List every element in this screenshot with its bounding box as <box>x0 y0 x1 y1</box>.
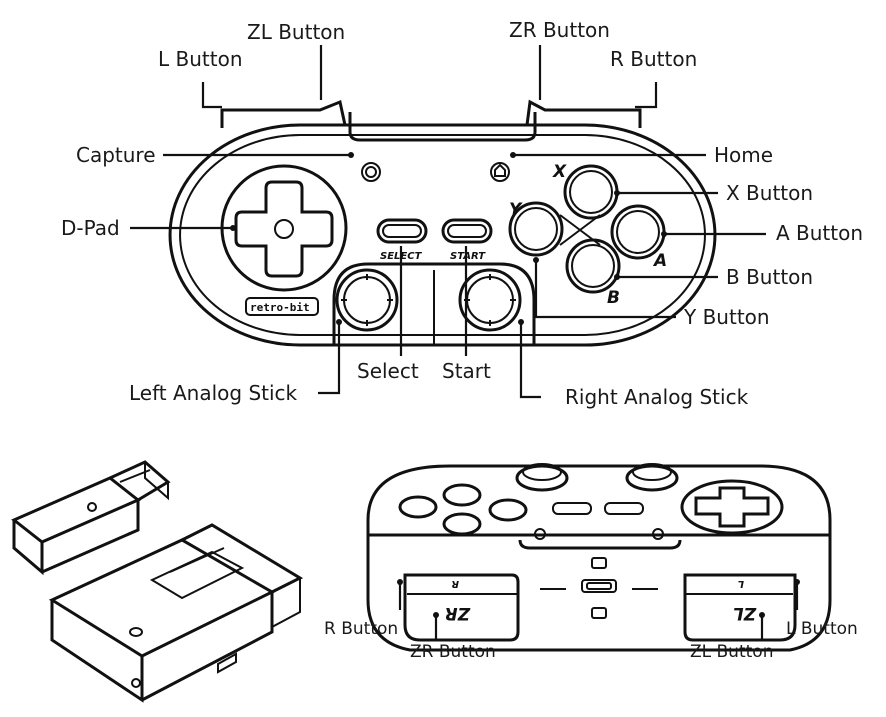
rear-label-zl-button: ZL Button <box>690 642 773 662</box>
b-face-button-inner <box>571 244 615 288</box>
capture-button <box>365 166 377 178</box>
label-y-button: Y Button <box>683 305 770 329</box>
label-select: Select <box>357 359 419 383</box>
start-button <box>441 218 493 244</box>
snes-receiver <box>48 523 304 703</box>
select-button-inner <box>382 224 422 238</box>
rear-zr-print: ZR <box>445 603 471 623</box>
home-icon <box>494 163 506 177</box>
brand-logo-box <box>245 297 319 316</box>
right-stick-outer <box>458 268 522 332</box>
controller-body-outer <box>168 123 717 347</box>
start-print: START <box>450 251 486 262</box>
top-view-labels: L Button ZL Button ZR Button R Button Ca… <box>61 18 863 409</box>
rear-l-print: L <box>738 578 744 589</box>
usb-dongle <box>11 460 171 576</box>
label-start: Start <box>442 359 491 383</box>
label-r-button: R Button <box>610 47 697 71</box>
label-capture: Capture <box>76 143 156 167</box>
y-face-button <box>508 201 564 257</box>
capture-button-ring <box>361 162 381 182</box>
dpad-center <box>274 219 294 239</box>
rear-label-zr-button: ZR Button <box>410 642 496 662</box>
rear-view-leaders <box>397 579 800 640</box>
right-stick-inner <box>466 276 514 324</box>
select-button <box>376 218 428 244</box>
label-l-button: L Button <box>158 47 243 71</box>
rear-view-labels: R Button ZR Button ZL Button L Button <box>324 619 858 662</box>
left-stick-inner <box>343 276 391 324</box>
y-face-button-inner <box>514 207 558 251</box>
label-right-stick: Right Analog Stick <box>565 385 749 409</box>
rear-r-print: R <box>451 578 459 589</box>
start-button-inner <box>447 224 487 238</box>
brand-logo: retro-bit <box>250 301 310 314</box>
top-view-leaders <box>130 45 766 399</box>
x-print: X <box>552 162 567 182</box>
label-x-button: X Button <box>726 181 813 205</box>
y-print: Y <box>509 200 523 220</box>
b-face-button <box>565 238 621 294</box>
x-face-button <box>563 164 619 220</box>
label-left-stick: Left Analog Stick <box>129 381 298 405</box>
label-b-button: B Button <box>726 265 813 289</box>
r-shoulder-tab <box>525 99 642 128</box>
b-print: B <box>607 288 620 308</box>
label-zr-button: ZR Button <box>509 18 610 42</box>
a-print: A <box>652 251 667 271</box>
x-face-button-inner <box>569 170 613 214</box>
left-stick-ticks <box>341 274 393 326</box>
label-dpad: D-Pad <box>61 216 120 240</box>
l-shoulder-tab <box>220 99 347 128</box>
label-home: Home <box>714 143 773 167</box>
controller-body-inner <box>179 134 706 336</box>
label-zl-button: ZL Button <box>247 20 345 44</box>
left-stick-outer <box>335 268 399 332</box>
controller-rear-view: R ZR L ZL <box>366 463 832 652</box>
controller-top-view: SELECT START retro-bit X Y A B <box>168 99 717 347</box>
rear-zl-print: ZL <box>733 603 757 623</box>
label-a-button: A Button <box>776 221 863 245</box>
rear-label-l-button: L Button <box>786 619 858 639</box>
dpad-ring <box>220 164 348 292</box>
right-stick-ticks <box>464 274 516 326</box>
rear-label-r-button: R Button <box>324 619 398 639</box>
a-face-button-inner <box>616 210 660 254</box>
dpad-cross <box>234 180 334 278</box>
home-button-ring <box>490 162 510 182</box>
stick-well <box>332 262 536 347</box>
top-notch <box>348 112 537 142</box>
